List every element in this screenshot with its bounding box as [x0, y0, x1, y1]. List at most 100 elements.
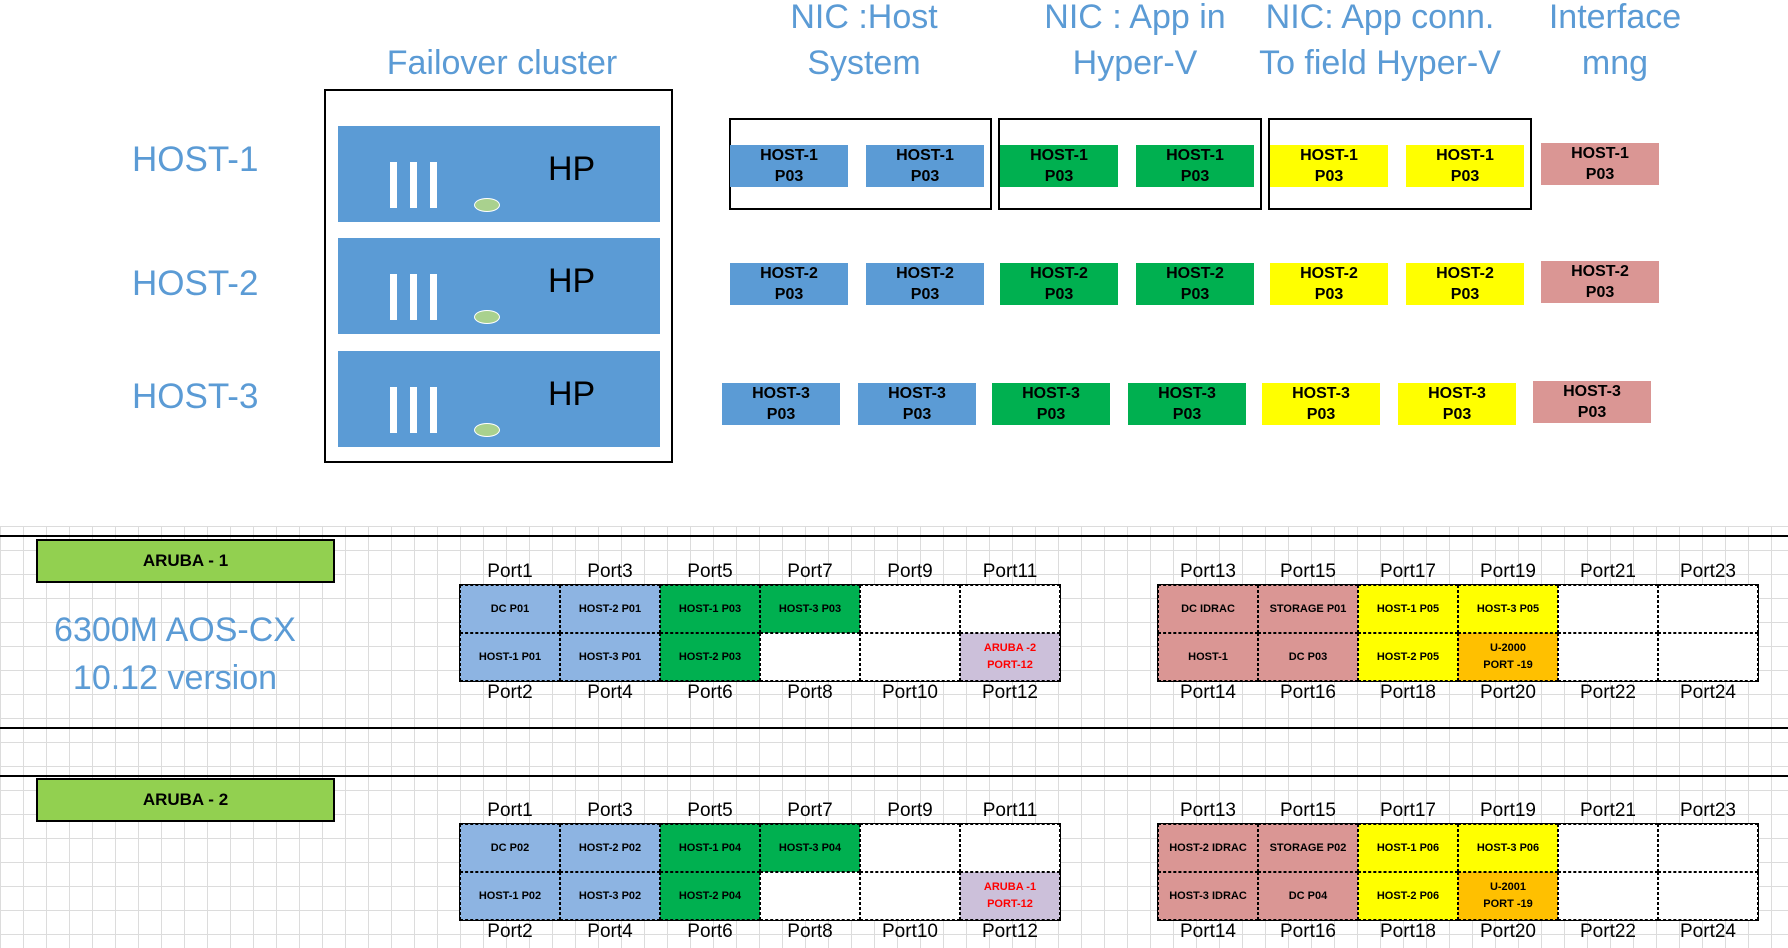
port-label-top: Port5 — [687, 800, 733, 821]
port-label-bottom: Port10 — [882, 682, 938, 703]
port-cell: DC IDRAC — [1158, 585, 1258, 633]
drive-bay-icon — [410, 387, 417, 433]
port-cell — [860, 824, 960, 872]
port-cell — [1658, 872, 1758, 920]
port-label-top: Port21 — [1580, 561, 1636, 582]
port-cell: HOST-2 P01 — [560, 585, 660, 633]
port-cell — [760, 872, 860, 920]
port-cell — [1558, 872, 1658, 920]
drive-bay-icon — [390, 274, 397, 320]
port-label-top: Port9 — [887, 561, 933, 582]
port-cell: HOST-1 P04 — [660, 824, 760, 872]
nic-port: HOST-2 P03 — [1541, 261, 1659, 303]
port-cell: ARUBA -1 PORT-12 — [960, 872, 1060, 920]
port-cell: DC P04 — [1258, 872, 1358, 920]
port-label-bottom: Port24 — [1680, 921, 1736, 942]
port-label-bottom: Port16 — [1280, 682, 1336, 703]
port-cell — [860, 872, 960, 920]
port-label-bottom: Port10 — [882, 921, 938, 942]
host-label: HOST-3 — [132, 377, 259, 416]
port-label-bottom: Port2 — [487, 682, 533, 703]
port-cell: HOST-3 P05 — [1458, 585, 1558, 633]
section-divider — [0, 535, 1788, 537]
port-cell — [1658, 633, 1758, 681]
port-cell: DC P01 — [460, 585, 560, 633]
port-cell: DC P03 — [1258, 633, 1358, 681]
host-label: HOST-2 — [132, 264, 259, 303]
heading-failover-cluster: Failover cluster — [386, 44, 618, 82]
port-label-top: Port21 — [1580, 800, 1636, 821]
port-label-bottom: Port14 — [1180, 682, 1236, 703]
port-cell: HOST-3 P02 — [560, 872, 660, 920]
drive-bay-icon — [410, 162, 417, 208]
port-label-top: Port23 — [1680, 800, 1736, 821]
port-cell: HOST-1 — [1158, 633, 1258, 681]
port-cell: HOST-1 P06 — [1358, 824, 1458, 872]
server-unit: HP — [338, 349, 660, 447]
port-label-top: Port7 — [787, 561, 833, 582]
section-divider — [0, 727, 1788, 729]
nic-port: HOST-3 P03 — [1398, 383, 1516, 425]
switch-model: 6300M AOS-CX 10.12 version — [54, 611, 296, 697]
port-label-bottom: Port16 — [1280, 921, 1336, 942]
port-cell: HOST-1 P01 — [460, 633, 560, 681]
port-label-bottom: Port18 — [1380, 682, 1436, 703]
port-label-top: Port3 — [587, 561, 633, 582]
port-label-top: Port13 — [1180, 800, 1236, 821]
nic-port: HOST-3 P03 — [858, 383, 976, 425]
port-label-bottom: Port18 — [1380, 921, 1436, 942]
port-cell: HOST-3 P04 — [760, 824, 860, 872]
port-cell: HOST-1 P02 — [460, 872, 560, 920]
port-label-top: Port23 — [1680, 561, 1736, 582]
nic-group-app-hyperv — [998, 118, 1262, 210]
port-label-top: Port19 — [1480, 800, 1536, 821]
port-cell: HOST-2 P06 — [1358, 872, 1458, 920]
port-label-top: Port15 — [1280, 561, 1336, 582]
port-cell — [1658, 585, 1758, 633]
port-cell — [960, 585, 1060, 633]
server-brand: HP — [548, 262, 596, 300]
port-cell: STORAGE P02 — [1258, 824, 1358, 872]
port-cell: HOST-2 P03 — [660, 633, 760, 681]
nic-port: HOST-1 P03 — [1000, 145, 1118, 187]
port-label-top: Port11 — [982, 561, 1038, 582]
port-cell — [760, 633, 860, 681]
heading-nic-field-hyperv: NIC: App conn. To field Hyper-V — [1259, 0, 1501, 82]
port-label-top: Port13 — [1180, 561, 1236, 582]
port-label-top: Port1 — [487, 561, 533, 582]
power-led-icon — [474, 423, 500, 437]
port-label-bottom: Port12 — [982, 921, 1038, 942]
port-label-bottom: Port12 — [982, 682, 1038, 703]
nic-port: HOST-2 P03 — [1270, 263, 1388, 305]
drive-bay-icon — [390, 387, 397, 433]
nic-port: HOST-1 P03 — [1541, 143, 1659, 185]
nic-port: HOST-2 P03 — [1000, 263, 1118, 305]
power-led-icon — [474, 198, 500, 212]
server-unit: HP — [338, 236, 660, 334]
nic-port: HOST-1 P03 — [1406, 145, 1524, 187]
port-cell: U-2001 PORT -19 — [1458, 872, 1558, 920]
drive-bay-icon — [430, 162, 437, 208]
server-brand: HP — [548, 150, 596, 188]
port-label-top: Port1 — [487, 800, 533, 821]
port-cell — [860, 633, 960, 681]
port-cell: HOST-3 P06 — [1458, 824, 1558, 872]
section-divider — [0, 775, 1788, 777]
nic-group-field-hyperv — [1268, 118, 1532, 210]
server-unit: HP — [338, 124, 660, 222]
port-cell: HOST-1 P03 — [660, 585, 760, 633]
port-cell: STORAGE P01 — [1258, 585, 1358, 633]
port-cell — [1558, 585, 1658, 633]
port-cell — [1558, 824, 1658, 872]
nic-port: HOST-2 P03 — [1136, 263, 1254, 305]
host-label: HOST-1 — [132, 140, 259, 179]
power-led-icon — [474, 310, 500, 324]
nic-port: HOST-1 P03 — [1270, 145, 1388, 187]
port-label-bottom: Port22 — [1580, 921, 1636, 942]
port-label-bottom: Port4 — [587, 682, 633, 703]
nic-port: HOST-1 P03 — [730, 145, 848, 187]
port-cell: HOST-1 P05 — [1358, 585, 1458, 633]
server-brand: HP — [548, 375, 596, 413]
port-label-top: Port15 — [1280, 800, 1336, 821]
port-label-bottom: Port24 — [1680, 682, 1736, 703]
